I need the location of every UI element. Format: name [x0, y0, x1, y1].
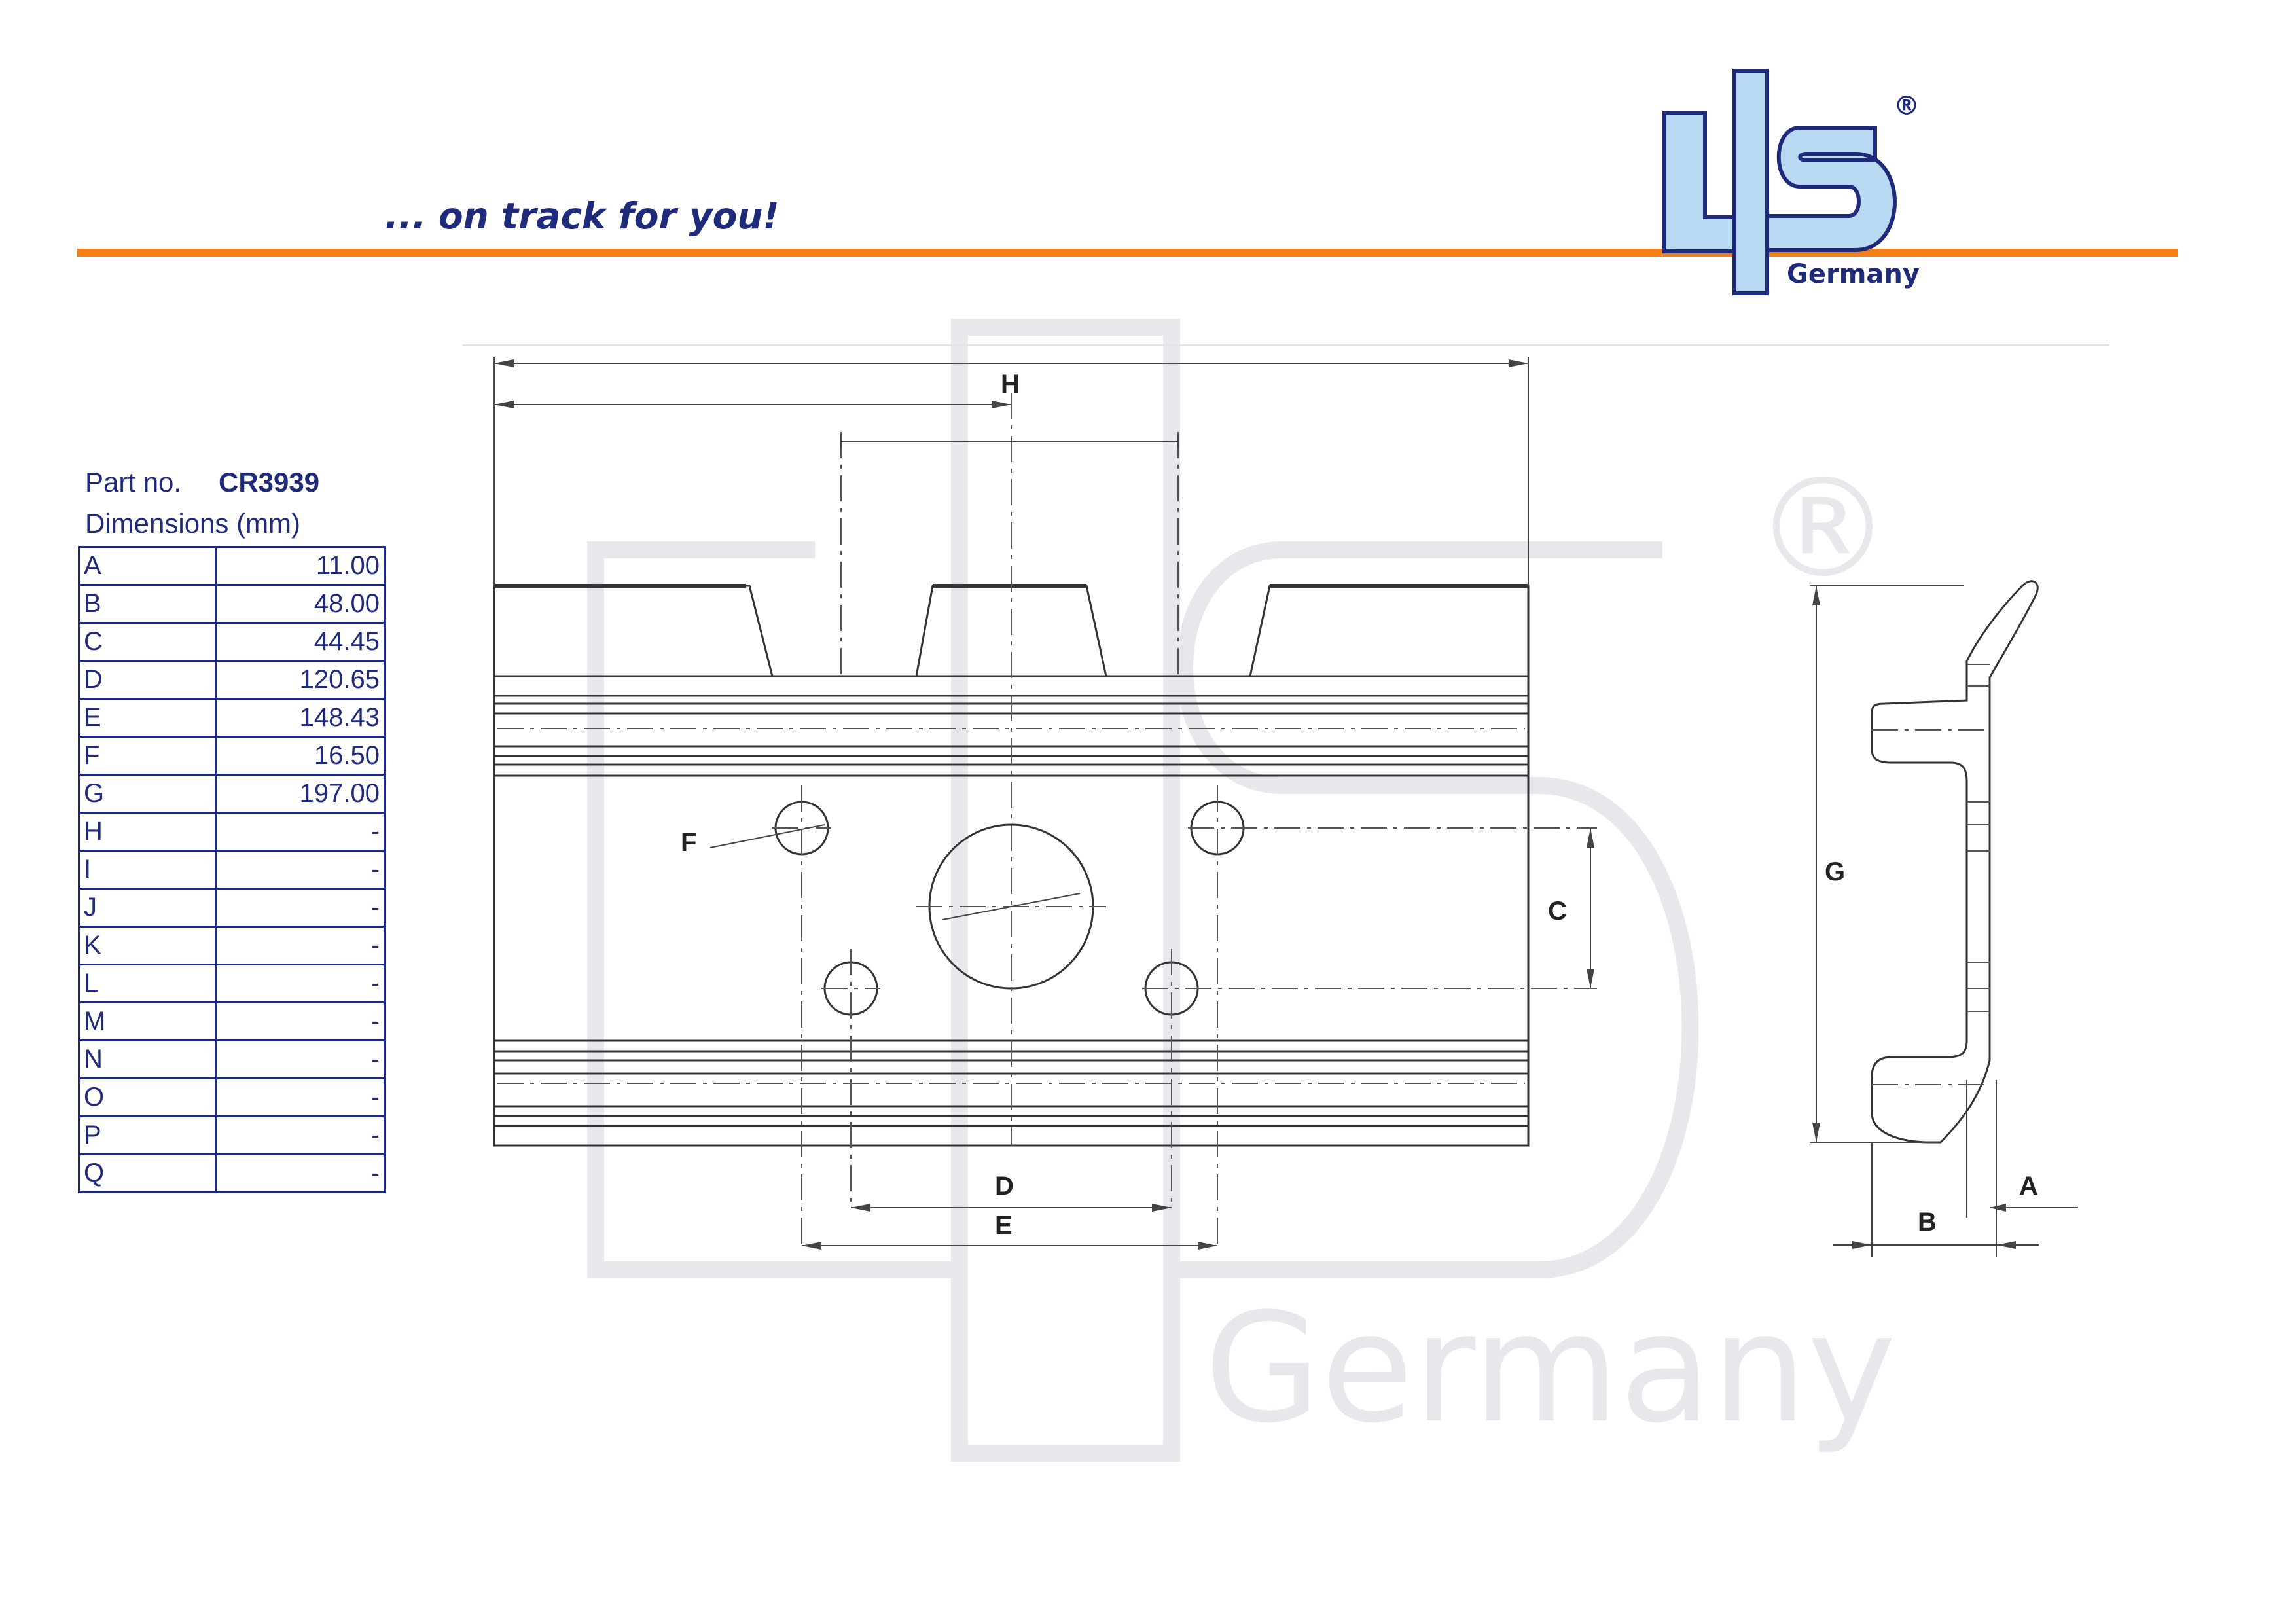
table-row: N- [78, 1039, 386, 1079]
label-h: H [1001, 370, 1020, 399]
logo-l [1662, 111, 1740, 253]
logo-i [1732, 69, 1769, 295]
label-f: F [681, 828, 696, 857]
dim-key: H [78, 812, 217, 852]
dim-value: - [215, 1153, 386, 1193]
side-dimension-lines [1810, 585, 2078, 1257]
logo-germany: Germany [1787, 259, 1920, 289]
dim-value: - [215, 1039, 386, 1079]
dim-key: Q [78, 1153, 217, 1193]
shoe-profile [1871, 580, 2039, 1144]
table-row: I- [78, 850, 386, 890]
dim-key: P [78, 1115, 217, 1155]
dim-key: D [78, 660, 217, 700]
label-b: B [1918, 1208, 1937, 1236]
dim-value: 148.43 [215, 698, 386, 738]
front-view [493, 584, 1530, 1147]
dim-key: F [78, 736, 217, 776]
dim-key: B [78, 584, 217, 624]
logo-registered: ® [1893, 91, 1920, 121]
part-no-value: CR3939 [219, 467, 320, 497]
tagline: ... on track for you! [385, 195, 780, 237]
table-row: K- [78, 926, 386, 965]
table-row: H- [78, 812, 386, 852]
table-row: O- [78, 1077, 386, 1117]
label-c: C [1548, 897, 1567, 926]
table-row: J- [78, 888, 386, 928]
logo-s [1765, 126, 1897, 252]
label-a: A [2019, 1172, 2038, 1200]
dim-value: - [215, 926, 386, 965]
dim-value: 48.00 [215, 584, 386, 624]
dimension-lines [493, 357, 1591, 1246]
dim-key: G [78, 774, 217, 814]
label-e: E [995, 1211, 1013, 1240]
side-dimension-arrows [1812, 586, 2016, 1249]
drawing-frame-rule [463, 344, 2109, 346]
dim-value: - [215, 1115, 386, 1155]
lis-logo: ® Germany [1662, 69, 1920, 295]
dim-key: C [78, 622, 217, 662]
dim-key: E [78, 698, 217, 738]
dimensions-label: Dimensions (mm) [85, 508, 301, 539]
table-row: L- [78, 964, 386, 1003]
dim-key: O [78, 1077, 217, 1117]
dim-value: - [215, 850, 386, 890]
dim-value: - [215, 1077, 386, 1117]
dim-key: L [78, 964, 217, 1003]
dim-value: 16.50 [215, 736, 386, 776]
dim-key: N [78, 1039, 217, 1079]
dim-key: A [78, 546, 217, 586]
side-center-lines [1872, 664, 1990, 1085]
side-view [1871, 580, 2039, 1144]
dim-key: I [78, 850, 217, 890]
label-d: D [995, 1172, 1014, 1200]
dimension-arrows [494, 359, 1594, 1250]
part-no-label: Part no. [85, 467, 182, 497]
dim-key: J [78, 888, 217, 928]
dim-value: - [215, 964, 386, 1003]
table-row: M- [78, 1001, 386, 1041]
dim-key: K [78, 926, 217, 965]
watermark-mark: ® [1754, 448, 1892, 609]
watermark [587, 319, 1699, 1462]
table-row: P- [78, 1115, 386, 1155]
dim-value: 197.00 [215, 774, 386, 814]
dim-value: 11.00 [215, 546, 386, 586]
label-g: G [1825, 857, 1845, 886]
dim-value: 44.45 [215, 622, 386, 662]
table-row: Q- [78, 1153, 386, 1193]
dim-value: - [215, 812, 386, 852]
dim-key: M [78, 1001, 217, 1041]
dim-value: - [215, 888, 386, 928]
dim-value: 120.65 [215, 660, 386, 700]
dim-value: - [215, 1001, 386, 1041]
watermark-text: Germany [1204, 1282, 1896, 1456]
header-rule [77, 249, 2178, 257]
